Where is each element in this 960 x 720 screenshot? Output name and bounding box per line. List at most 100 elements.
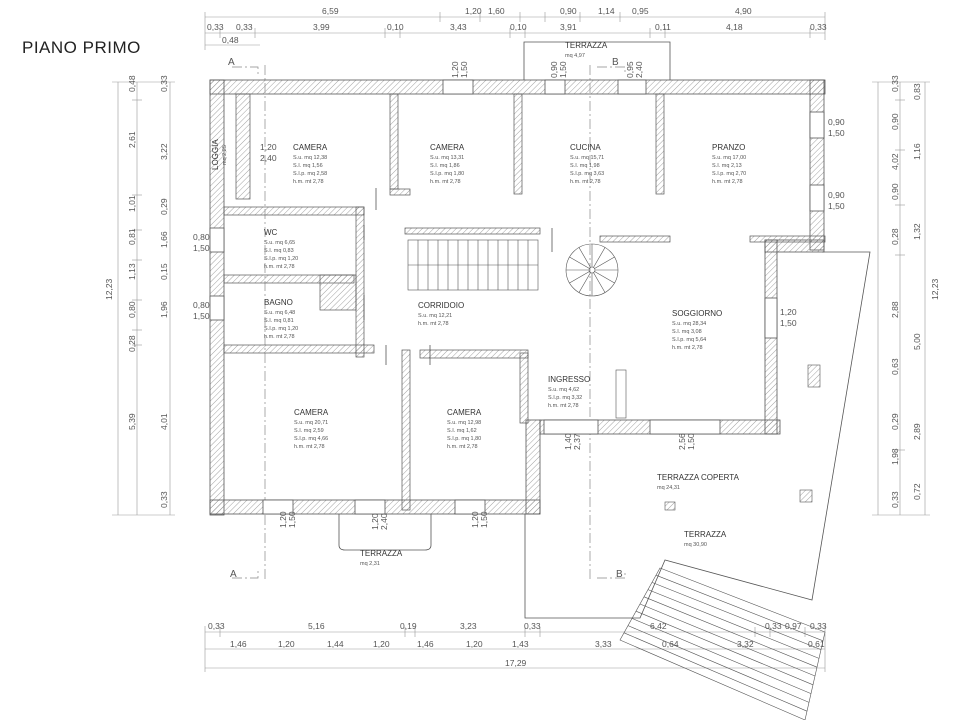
dim-top-r2: 3,43 bbox=[450, 22, 467, 32]
dim-right-mid: 0,72 bbox=[912, 483, 922, 500]
columns bbox=[664, 364, 821, 511]
dim-bottom-r2: 1,20 bbox=[278, 639, 295, 649]
section-b-bottom: B bbox=[616, 569, 623, 580]
opening-width: 1,20 bbox=[450, 61, 460, 78]
room-area: S.I.p. mq 1,20 bbox=[264, 256, 298, 262]
dim-bottom-r2: 1,46 bbox=[417, 639, 434, 649]
room-area: S.I.p. mq 1,80 bbox=[430, 171, 464, 177]
bottom-dimension-lines bbox=[204, 626, 826, 672]
dim-top-r1: 6,59 bbox=[322, 6, 339, 16]
dim-bottom-r1: 6,42 bbox=[650, 621, 667, 631]
dim-top-r1: 1,20 bbox=[465, 6, 482, 16]
dim-left-inner: 1,66 bbox=[159, 231, 169, 248]
dim-bottom-r2: 1,20 bbox=[466, 639, 483, 649]
room-area: h.m. mt 2,78 bbox=[570, 179, 601, 185]
opening-height: 2,40 bbox=[260, 153, 277, 163]
room-name: TERRAZZA bbox=[360, 549, 403, 558]
room-area: h.m. mt 2,78 bbox=[293, 179, 324, 185]
room-area: S.I. mq 3,08 bbox=[672, 329, 702, 335]
dim-right-mid: 1,16 bbox=[912, 143, 922, 160]
dim-left-mid: 0,81 bbox=[127, 228, 137, 245]
dim-right-inner: 0,63 bbox=[890, 358, 900, 375]
room-area: S.I. mq 0,83 bbox=[264, 248, 294, 254]
room-name: BAGNO bbox=[264, 298, 293, 307]
dim-left-mid: 1,01 bbox=[127, 195, 137, 212]
room-name: SOGGIORNO bbox=[672, 309, 722, 318]
dim-top-r1: 1,60 bbox=[488, 6, 505, 16]
section-a-top: A bbox=[228, 57, 235, 68]
room-area: S.u. mq 4,62 bbox=[548, 387, 579, 393]
dim-right-mid: 5,00 bbox=[912, 333, 922, 350]
room-name: CAMERA bbox=[293, 143, 328, 152]
room-name: INGRESSO bbox=[548, 375, 590, 384]
dim-bottom-r2: 1,43 bbox=[512, 639, 529, 649]
room-area: S.u. mq 15,71 bbox=[570, 155, 604, 161]
opening-height: 1,50 bbox=[780, 318, 797, 328]
section-b-top: B bbox=[612, 57, 619, 68]
room-name: CUCINA bbox=[570, 143, 601, 152]
room-area: S.I.p. mq 2,70 bbox=[712, 171, 746, 177]
room-name: CAMERA bbox=[430, 143, 465, 152]
dim-top-r2: 0,33 bbox=[810, 22, 827, 32]
room-area: h.m. mt 2,78 bbox=[672, 345, 703, 351]
room-name: PRANZO bbox=[712, 143, 745, 152]
room-name: TERRAZZA bbox=[565, 41, 608, 50]
dim-bottom-r1: 0,33 bbox=[524, 621, 541, 631]
room-area: S.u. mq 6,65 bbox=[264, 240, 295, 246]
room-name: CAMERA bbox=[294, 408, 329, 417]
room-name: CAMERA bbox=[447, 408, 482, 417]
room-area: S.u. mq 28,34 bbox=[672, 321, 706, 327]
room-area: h.m. mt 2,78 bbox=[548, 403, 579, 409]
room-name: WC bbox=[264, 228, 278, 237]
room-name: TERRAZZA COPERTA bbox=[657, 473, 740, 482]
dim-left-mid: 2,61 bbox=[127, 131, 137, 148]
room-area: mq 4,97 bbox=[565, 53, 585, 59]
room-area: S.I.p. mq 5,64 bbox=[672, 337, 706, 343]
opening-height: 1,50 bbox=[459, 61, 469, 78]
room-area: h.m. mt 2,78 bbox=[430, 179, 461, 185]
opening-height: 1,50 bbox=[828, 201, 845, 211]
room-area: mq 24,31 bbox=[657, 485, 680, 491]
room-area: S.I. mq 1,62 bbox=[447, 428, 477, 434]
opening-width: 0,90 bbox=[828, 190, 845, 200]
room-area: h.m. mt 2,78 bbox=[264, 264, 295, 270]
room-area: S.I. mq 1,86 bbox=[430, 163, 460, 169]
side-dimension-lines bbox=[112, 81, 930, 516]
dim-left-mid: 5,39 bbox=[127, 413, 137, 430]
dim-left-inner: 0,33 bbox=[159, 75, 169, 92]
room-area: h.m. mt 2,78 bbox=[447, 444, 478, 450]
dim-left-inner: 3,22 bbox=[159, 143, 169, 160]
room-area: S.u. mq 12,38 bbox=[293, 155, 327, 161]
dim-right-mid: 2,89 bbox=[912, 423, 922, 440]
opening-height: 1,50 bbox=[479, 511, 489, 528]
dim-top-r2: 3,91 bbox=[560, 22, 577, 32]
opening-width: 1,20 bbox=[470, 511, 480, 528]
dim-left-mid: 0,80 bbox=[127, 301, 137, 318]
opening-height: 2,37 bbox=[572, 433, 582, 450]
dim-right-mid: 0,83 bbox=[912, 83, 922, 100]
dim-bottom-r1: 0,97 bbox=[785, 621, 802, 631]
room-area: S.I.p. mq 1,20 bbox=[264, 326, 298, 332]
dim-bottom-r2: 0,64 bbox=[662, 639, 679, 649]
dim-top-r1: 0,90 bbox=[560, 6, 577, 16]
dim-left-mid: 1,13 bbox=[127, 263, 137, 280]
dim-top-r2: 0,33 bbox=[207, 22, 224, 32]
dim-top-r1: 0,95 bbox=[632, 6, 649, 16]
opening-height: 1,50 bbox=[558, 61, 568, 78]
dim-left-mid: 0,48 bbox=[127, 75, 137, 92]
dim-left-inner: 0,15 bbox=[159, 263, 169, 280]
opening-width: 0,95 bbox=[625, 61, 635, 78]
dim-right-inner: 4,02 bbox=[890, 153, 900, 170]
dim-top-r3: 0,48 bbox=[222, 35, 239, 45]
windows bbox=[209, 79, 825, 515]
opening-width: 2,56 bbox=[677, 433, 687, 450]
dim-bottom-r2: 1,20 bbox=[373, 639, 390, 649]
dim-bottom-r2: 1,46 bbox=[230, 639, 247, 649]
dim-bottom-r2: 3,32 bbox=[737, 639, 754, 649]
dim-top-r2: 0,11 bbox=[655, 22, 671, 32]
dim-right-inner: 0,29 bbox=[890, 413, 900, 430]
opening-height: 1,50 bbox=[193, 243, 210, 253]
dim-left-inner: 0,29 bbox=[159, 198, 169, 215]
room-area: S.I. mq 2,59 bbox=[294, 428, 324, 434]
dim-left-total: 12,23 bbox=[104, 278, 114, 300]
